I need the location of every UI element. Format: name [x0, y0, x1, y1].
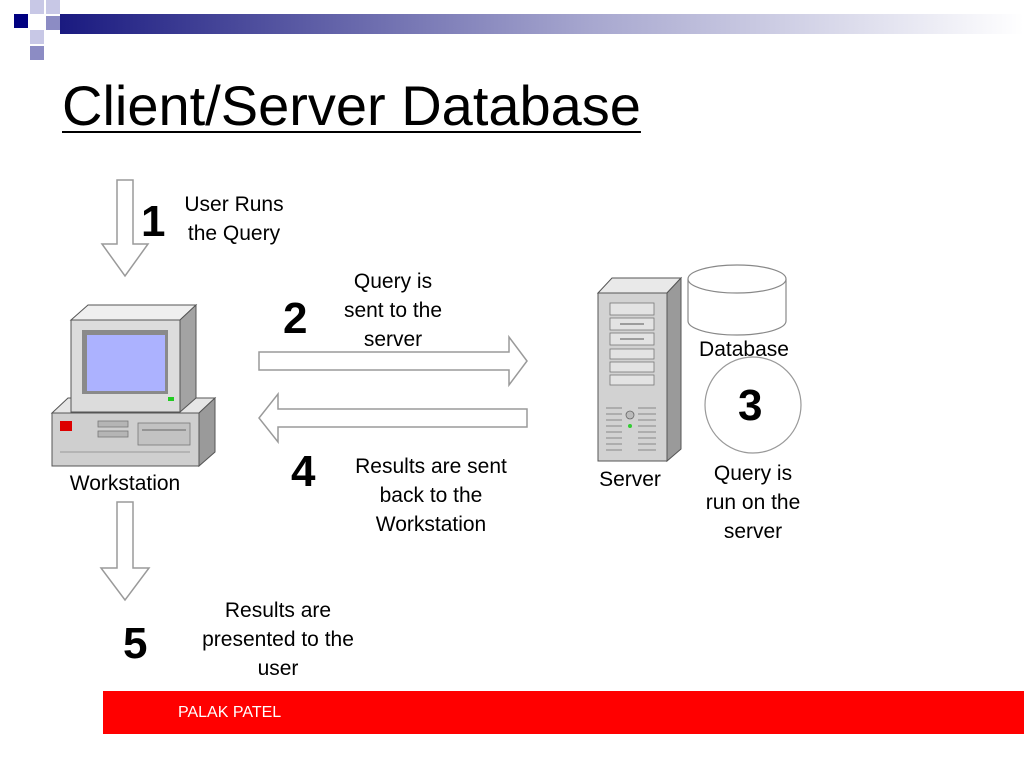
step5-line: user	[257, 657, 299, 680]
workstation-icon	[50, 303, 217, 468]
step3-text: Query is run on the server	[683, 459, 823, 546]
server-label: Server	[599, 468, 661, 491]
step3-line: Query is	[713, 462, 793, 485]
step4-line: Results are sent	[355, 455, 507, 478]
workstation-label: Workstation	[69, 472, 181, 495]
server-icon	[596, 276, 683, 463]
step5-text: Results are presented to the user	[183, 596, 373, 683]
arrow-down-step5	[99, 501, 151, 602]
step2-line: server	[363, 328, 423, 351]
step1-number: 1	[141, 197, 166, 246]
arrow-left-step4	[258, 391, 528, 445]
step5-number: 5	[123, 619, 148, 668]
step3-line: server	[723, 520, 783, 543]
step5-line: Results are	[224, 599, 332, 622]
step1-line: User Runs	[184, 193, 284, 216]
footer-author: PALAK PATEL	[178, 704, 282, 721]
step1-line: the Query	[187, 222, 281, 245]
corner-squares-decoration	[14, 0, 1024, 60]
footer-bar	[103, 691, 1024, 734]
arrow-down-step1	[100, 179, 150, 278]
step4-line: Workstation	[375, 513, 487, 536]
step2-text: Query is sent to the server	[323, 267, 463, 354]
step4-line: back to the	[379, 484, 483, 507]
step2-number: 2	[283, 294, 308, 343]
arrow-right-step2	[258, 334, 528, 388]
step2-line: sent to the	[343, 299, 443, 322]
step3-circle	[704, 356, 802, 454]
step1-text: User Runs the Query	[164, 190, 304, 248]
database-label: Database	[699, 338, 789, 361]
step4-number: 4	[291, 447, 316, 496]
step2-line: Query is	[353, 270, 433, 293]
database-icon	[687, 264, 787, 336]
page-title: Client/Server Database	[62, 74, 641, 137]
step3-line: run on the	[705, 491, 801, 514]
step3-number: 3	[738, 381, 763, 430]
corner-decoration	[0, 0, 1024, 70]
step4-text: Results are sent back to the Workstation	[336, 452, 526, 539]
step5-line: presented to the	[202, 628, 354, 651]
